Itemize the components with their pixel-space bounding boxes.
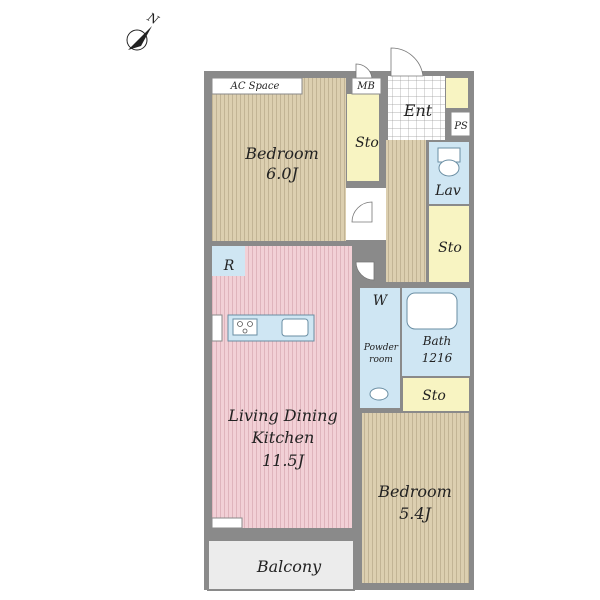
north-arrow-icon xyxy=(128,26,152,50)
pipe-space xyxy=(450,111,471,137)
lavatory-label: Lav xyxy=(434,183,461,199)
powder-room-label-line2: room xyxy=(369,355,393,365)
entrance-floor xyxy=(388,76,445,140)
compass-ring xyxy=(126,29,148,51)
ps-label: PS xyxy=(453,121,468,132)
hallway-floor xyxy=(386,140,426,282)
entrance-shoe-storage xyxy=(446,78,468,108)
washbasin-icon xyxy=(369,387,389,401)
kitchen-window xyxy=(211,314,223,342)
hall-storage xyxy=(429,206,469,282)
bath-size: 1216 xyxy=(422,351,453,365)
mb-door xyxy=(355,63,373,79)
ldk-label-line2: Kitchen xyxy=(251,428,315,447)
ldk-size: 11.5J xyxy=(262,451,306,470)
ac-space xyxy=(211,77,303,95)
burner-2-icon xyxy=(247,321,253,327)
balcony-label: Balcony xyxy=(256,557,322,576)
stove-icon xyxy=(232,318,258,336)
bedroom-1-storage xyxy=(347,94,379,181)
ldk-label-line1: Living Dining xyxy=(227,406,337,425)
bath-name: Bath xyxy=(422,334,452,348)
compass: N xyxy=(126,9,162,51)
toilet-tank xyxy=(437,147,461,163)
ldk-floor xyxy=(212,246,352,528)
bedroom-1-name: Bedroom xyxy=(244,144,319,163)
refrigerator-space xyxy=(212,246,245,276)
bedroom-2-storage xyxy=(403,378,469,411)
hall-storage-label: Sto xyxy=(438,240,462,256)
bedroom-2-storage-label: Sto xyxy=(422,388,446,404)
bedroom-1-door xyxy=(351,201,373,223)
kitchen-sink-icon xyxy=(281,318,309,337)
powder-room-label-line1: Powder xyxy=(363,343,399,353)
ldk-door xyxy=(355,261,375,281)
bathtub-icon xyxy=(406,292,458,330)
bedroom-1-floor xyxy=(212,78,346,241)
balcony xyxy=(207,539,355,591)
washer-label: W xyxy=(373,293,389,309)
bedroom-1-storage-label: Sto xyxy=(355,135,379,151)
entrance-label: Ent xyxy=(403,101,433,120)
bedroom-1-size: 6.0J xyxy=(266,164,299,183)
refrigerator-label: R xyxy=(223,258,235,274)
compass-label: N xyxy=(144,9,161,27)
burner-1-icon xyxy=(237,321,243,327)
ac-space-label: AC Space xyxy=(230,81,280,92)
toilet-icon xyxy=(438,159,460,177)
entrance-door xyxy=(390,47,424,77)
powder-room xyxy=(360,288,400,374)
burner-3-icon xyxy=(242,328,248,334)
bedroom-2-floor xyxy=(362,413,469,583)
ldk-closet xyxy=(211,517,243,529)
bedroom-2-size: 5.4J xyxy=(399,504,432,523)
bedroom-2-name: Bedroom xyxy=(377,482,452,501)
mb-label: MB xyxy=(356,81,375,92)
